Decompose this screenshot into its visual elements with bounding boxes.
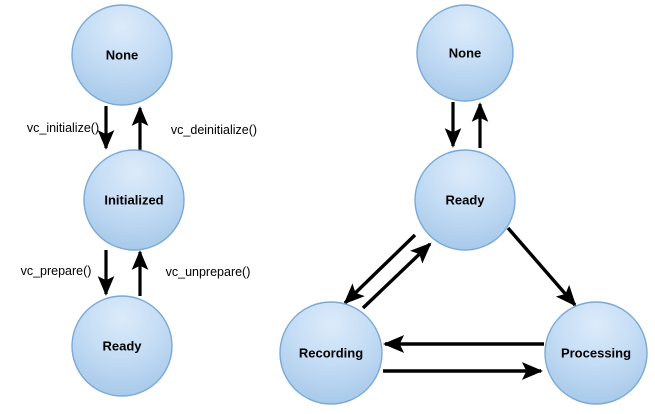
edge-recording-to-ready bbox=[361, 242, 432, 310]
right-state-diagram bbox=[279, 4, 648, 405]
node-ready-right[interactable] bbox=[414, 149, 516, 251]
left-state-diagram bbox=[71, 4, 185, 397]
node-none-right[interactable] bbox=[416, 4, 514, 102]
node-recording[interactable] bbox=[279, 301, 383, 405]
edge-ready-to-processing bbox=[506, 226, 577, 307]
node-processing[interactable] bbox=[544, 301, 648, 405]
node-initialized[interactable] bbox=[83, 149, 185, 251]
node-ready-left[interactable] bbox=[71, 295, 173, 397]
edge-ready-to-recording bbox=[343, 233, 417, 305]
node-none-left[interactable] bbox=[71, 4, 173, 106]
